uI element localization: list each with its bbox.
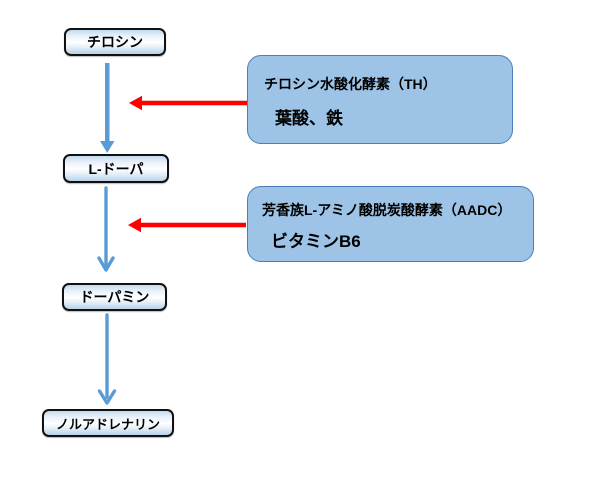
annotation-aadc-enzyme-name: 芳香族L-アミノ酸脱炭酸酵素（AADC） [262,202,512,218]
annotation-th-cofactors: 葉酸、鉄 [275,109,343,128]
node-l-dopa: L-ドーパ [63,154,169,183]
flow-arrow-tyrosine-ldopa-icon [100,63,115,153]
node-noradrenaline-label: ノルアドレナリン [55,416,160,432]
node-tyrosine: チロシン [64,28,166,56]
node-noradrenaline: ノルアドレナリン [42,409,174,437]
node-tyrosine-label: チロシン [87,34,143,50]
node-l-dopa-label: L-ドーパ [88,160,144,177]
node-dopamine-label: ドーパミン [79,289,150,305]
node-dopamine: ドーパミン [62,283,167,311]
flow-arrow-ldopa-dopamine-icon [97,186,115,272]
flow-arrow-dopamine-noradrenaline-icon [97,313,117,405]
annotation-aadc: 芳香族L-アミノ酸脱炭酸酵素（AADC） ビタミンB6 [247,186,534,262]
annotation-aadc-cofactors: ビタミンB6 [271,232,361,251]
enzyme-arrow-th-icon [129,95,247,111]
annotation-th-enzyme-name: チロシン水酸化酵素（TH） [264,76,437,92]
enzyme-arrow-aadc-icon [128,217,246,233]
annotation-th: チロシン水酸化酵素（TH） 葉酸、鉄 [247,55,513,144]
